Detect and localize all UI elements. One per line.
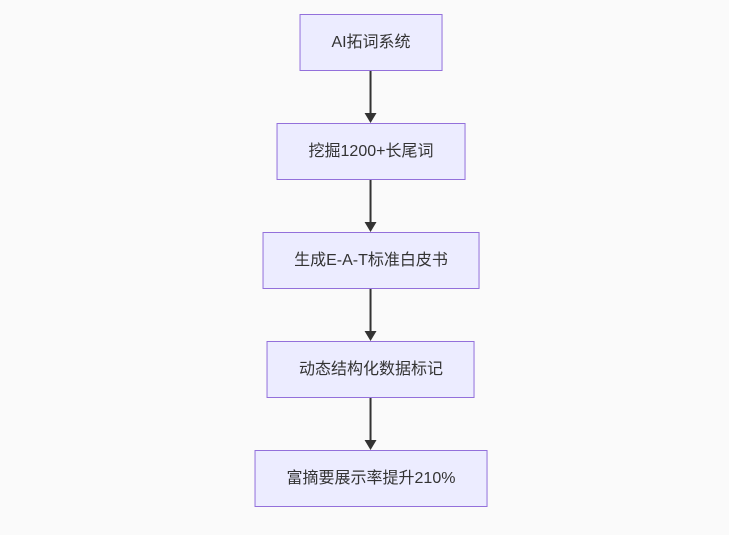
edge-d-to-e (365, 398, 377, 450)
flowchart: AI拓词系统 挖掘1200+长尾词 生成E-A-T标准白皮书 动态结构化数据标记 (254, 14, 488, 507)
arrowhead-down-icon (365, 113, 377, 123)
node-label: 挖掘1200+长尾词 (308, 143, 434, 160)
edge-b-to-c (365, 180, 377, 232)
arrow-line (370, 180, 372, 222)
edge-c-to-d (365, 289, 377, 341)
node-ai-expansion-system: AI拓词系统 (299, 14, 443, 71)
node-label: 生成E-A-T标准白皮书 (294, 252, 448, 269)
node-structured-data-markup: 动态结构化数据标记 (266, 341, 475, 398)
node-rich-snippet-rate: 富摘要展示率提升210% (254, 450, 488, 507)
arrow-line (370, 71, 372, 113)
node-eat-whitepaper: 生成E-A-T标准白皮书 (262, 232, 480, 289)
arrowhead-down-icon (365, 331, 377, 341)
node-label: 富摘要展示率提升210% (286, 470, 456, 487)
node-label: AI拓词系统 (331, 34, 411, 51)
node-label: 动态结构化数据标记 (298, 361, 443, 378)
arrowhead-down-icon (365, 222, 377, 232)
node-longtail-keyword-mining: 挖掘1200+长尾词 (276, 123, 466, 180)
arrow-line (370, 398, 372, 440)
edge-a-to-b (365, 71, 377, 123)
arrowhead-down-icon (365, 440, 377, 450)
arrow-line (370, 289, 372, 331)
